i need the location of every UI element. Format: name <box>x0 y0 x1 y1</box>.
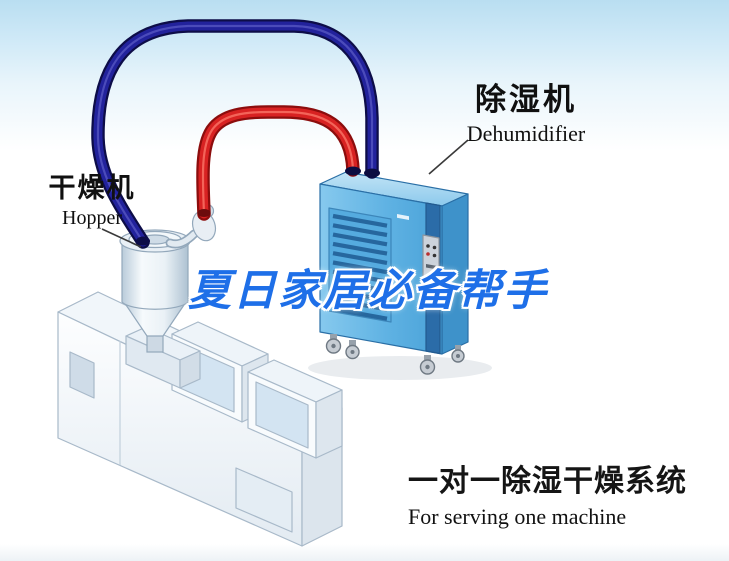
hose-fittings <box>136 166 380 246</box>
hopper-label-en: Hopper <box>62 207 122 229</box>
extruder-machine <box>57 291 343 547</box>
hopper-callout-line <box>101 228 142 248</box>
system-caption-zh: 一对一除湿干燥系统 <box>408 465 687 498</box>
dehumidifier-label-en: Dehumidifier <box>466 121 586 146</box>
vent-slots <box>332 213 388 321</box>
brand-dash <box>397 214 409 220</box>
dehumidifier-callout-line <box>428 139 469 175</box>
dehumidifier-label: 除湿机 Dehumidifier <box>453 74 599 147</box>
hopper-dryer <box>119 229 191 353</box>
system-caption-en: For serving one machine <box>408 504 627 529</box>
red-hose <box>196 105 360 221</box>
dehumidifier-cabinet <box>308 171 492 380</box>
caster-wheels <box>325 334 465 375</box>
system-caption: 一对一除湿干燥系统 For serving one machine <box>408 456 687 530</box>
blue-hose <box>91 19 379 249</box>
hopper-label-zh: 干燥机 <box>48 173 136 203</box>
hopper-label: 干燥机 Hopper <box>34 166 150 230</box>
dehumidifier-label-zh: 除湿机 <box>475 82 577 117</box>
slogan-text: 夏日家居必备帮手 <box>188 267 548 315</box>
